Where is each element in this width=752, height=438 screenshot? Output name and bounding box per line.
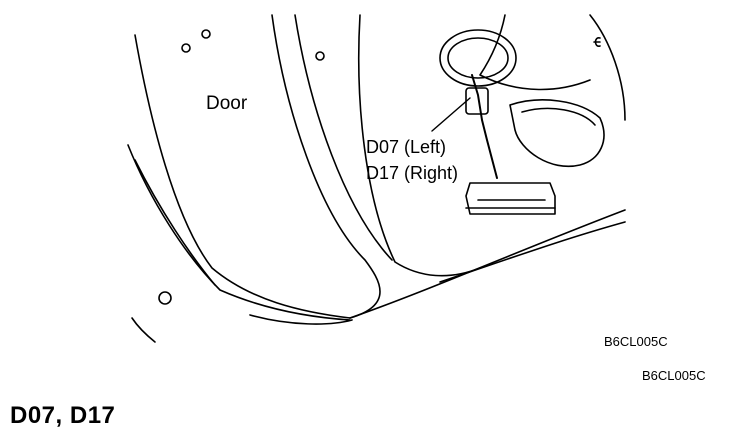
rubber-boot-inner (447, 37, 509, 79)
pillar-recess-inner (521, 107, 596, 126)
door-panel-body-line (358, 14, 481, 277)
door-bottom-edge (131, 317, 156, 343)
callout-leader-line (431, 97, 471, 132)
door-panel-inner-edge (271, 14, 381, 319)
door-sill-line (127, 144, 351, 321)
body-side-line (349, 209, 626, 319)
pillar-outer (589, 14, 626, 121)
pillar-marking (593, 37, 601, 47)
image-code-outer: B6CL005C (642, 368, 706, 383)
connector-caption: D07, D17 (10, 402, 116, 429)
mounting-hole (315, 51, 325, 61)
mounting-hole (181, 43, 191, 53)
image-code-inner: B6CL005C (604, 334, 668, 349)
door-panel-inner-edge-2 (294, 14, 393, 261)
pillar-contour (479, 14, 591, 91)
pillar-recess (509, 99, 605, 168)
mounting-hole (201, 29, 211, 39)
door-label: Door (206, 93, 248, 114)
mounting-hole (158, 291, 172, 305)
door-bottom-crease (249, 314, 353, 325)
door-panel-outer-edge (134, 34, 351, 319)
door-lamp-connector (465, 182, 556, 215)
door-sill-line-2 (134, 159, 216, 286)
body-side-line-2 (439, 221, 626, 283)
callout-right: D17 (Right) (366, 163, 459, 183)
wire-harness (471, 74, 498, 179)
callout-left: D07 (Left) (366, 137, 447, 157)
connector-callout: D07 (Left) D17 (Right) (366, 134, 458, 186)
rubber-boot (439, 29, 517, 87)
